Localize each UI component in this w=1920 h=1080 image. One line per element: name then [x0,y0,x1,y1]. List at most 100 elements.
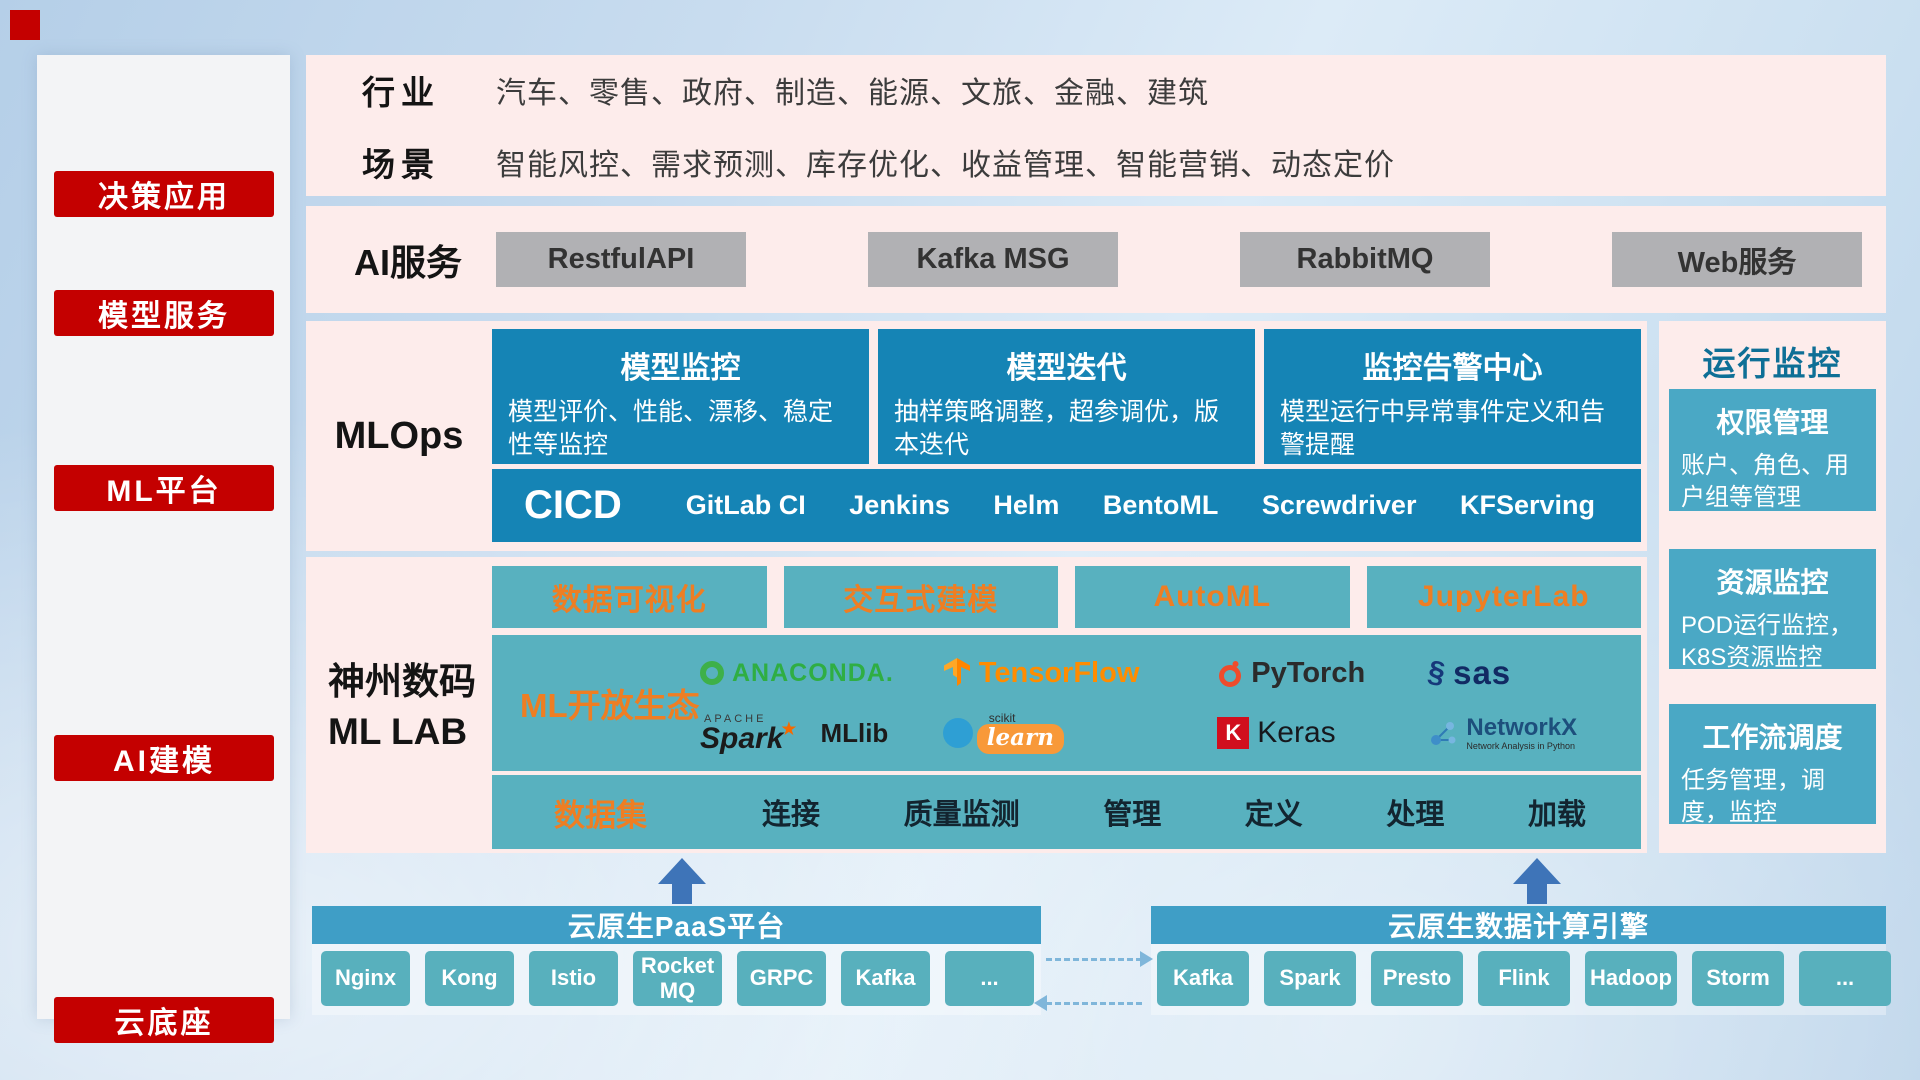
spark-wordmark: Spark★ [700,719,800,755]
scikit-learn-icon [942,718,973,748]
industry-value: 汽车、零售、政府、制造、能源、文旅、金融、建筑 [496,76,1209,110]
cicd-bar: CICD GitLab CI Jenkins Helm BentoML Scre… [492,469,1641,542]
industry-row: 行业 汽车、零售、政府、制造、能源、文旅、金融、建筑 [362,66,1886,114]
dashed-arrow-left [1046,1002,1142,1005]
arrow-stem [1527,884,1547,904]
service-chip-web: Web服务 [1612,232,1862,287]
dataset-item-list: 连接 质量监测 管理 定义 处理 加载 [762,791,1586,833]
paas-chip-kafka: Kafka [841,951,930,1006]
card-title: 权限管理 [1716,407,1829,438]
mllab-feature-list: 数据可视化 交互式建模 AutoML JupyterLab [492,566,1641,628]
up-arrow-icon [658,858,706,904]
dataset-item-connect: 连接 [762,799,821,831]
arrow-head [658,858,706,884]
ml-ecosystem-logo-grid: ANACONDA. TensorFlow PyTorch [700,643,1629,763]
paas-chip-nginx: Nginx [321,951,410,1006]
feature-chip-interactive-modeling: 交互式建模 [783,566,1058,628]
paas-chip-istio: Istio [529,951,618,1006]
ai-service-list: RestfulAPI Kafka MSG RabbitMQ Web服务 [496,232,1862,287]
service-chip-rabbitmq: RabbitMQ [1240,232,1490,287]
keras-icon: K [1217,717,1250,749]
card-desc: 任务管理，调度，监控 [1681,767,1825,827]
layer-label-model-service: 模型服务 [54,290,274,336]
dashed-arrow-right [1046,958,1142,961]
dashed-arrowhead-right-icon [1140,951,1153,967]
networkx-wordmark: NetworkX [1466,713,1578,741]
keras-k-letter: K [1225,720,1242,745]
engine-chip-flink: Flink [1478,951,1570,1006]
pytorch-logo: PyTorch [1217,657,1428,690]
pytorch-wordmark: PyTorch [1251,656,1366,689]
card-desc: 模型评价、性能、漂移、稳定性等监控 [508,398,834,459]
tensorflow-wordmark: TensorFlow [978,656,1140,689]
up-arrow-icon [1513,858,1561,904]
mlops-card-model-iteration: 模型迭代 抽样策略调整，超参调优，版本迭代 [878,329,1255,464]
keras-wordmark: Keras [1257,716,1336,749]
networkx-logo: NetworkX Network Analysis in Python [1428,713,1629,751]
paas-platform-header: 云原生PaaS平台 [312,906,1041,944]
dataset-item-manage: 管理 [1103,799,1162,831]
card-title: 工作流调度 [1702,722,1843,753]
paas-chip-list: Nginx Kong Istio RocketMQ GRPC Kafka ... [321,951,1034,1006]
mllab-label: 神州数码 ML LAB [328,657,476,757]
ml-ecosystem-box: ML开放生态 ANACONDA. TensorFlow [492,635,1641,771]
engine-chip-hadoop: Hadoop [1585,951,1677,1006]
layer-label-cloud-base: 云底座 [54,997,274,1043]
ml-ecosystem-label: ML开放生态 [520,687,700,724]
arrow-stem [672,884,692,904]
mlops-panel: MLOps 模型监控 模型评价、性能、漂移、稳定性等监控 模型迭代 抽样策略调整… [306,321,1647,551]
paas-chip-grpc: GRPC [737,951,826,1006]
layer-label-ml-platform: ML平台 [54,465,274,511]
mllab-label-line2: ML LAB [328,710,468,752]
spark-mllib-logo: APACHE Spark★ MLlib [700,713,943,755]
mlops-card-alert-center: 监控告警中心 模型运行中异常事件定义和告警提醒 [1264,329,1641,464]
feature-chip-automl: AutoML [1075,566,1350,628]
arrow-head [1513,858,1561,884]
cicd-tool-kfserving: KFServing [1459,490,1595,520]
feature-chip-data-visualization: 数据可视化 [492,566,767,628]
layer-sidebar: 决策应用 模型服务 ML平台 AI建模 云底座 [37,55,290,1043]
paas-chip-more: ... [945,951,1034,1006]
cicd-tool-gitlab-ci: GitLab CI [685,490,806,520]
engine-chip-list: Kafka Spark Presto Flink Hadoop Storm ..… [1157,951,1891,1006]
paas-chip-rocketmq: RocketMQ [633,951,722,1006]
dataset-bar: 数据集 连接 质量监测 管理 定义 处理 加载 [492,775,1641,849]
ai-service-label: AI服务 [354,241,463,283]
service-chip-kafka-msg: Kafka MSG [868,232,1118,287]
dataset-item-define: 定义 [1244,799,1303,831]
card-desc: 账户、角色、用户组等管理 [1681,452,1849,512]
monitor-card-resource: 资源监控 POD运行监控，K8S资源监控 [1669,549,1876,671]
sas-icon: § [1425,654,1448,691]
paas-chip-kong: Kong [425,951,514,1006]
mllab-label-line1: 神州数码 [328,661,476,702]
tensorflow-logo: TensorFlow [943,657,1217,690]
monitor-card-permission: 权限管理 账户、角色、用户组等管理 [1669,389,1876,511]
application-panel: 行业 汽车、零售、政府、制造、能源、文旅、金融、建筑 场景 智能风控、需求预测、… [306,55,1886,196]
pytorch-icon [1219,661,1242,687]
card-title: 资源监控 [1716,567,1829,598]
layer-label-ai-modeling: AI建模 [54,735,274,781]
scikit-text: scikit [988,711,1016,725]
mllib-wordmark: MLlib [820,717,889,748]
anaconda-wordmark: ANACONDA. [732,658,894,687]
networkx-icon [1431,721,1456,745]
engine-chip-more: ... [1799,951,1891,1006]
dataset-item-quality: 质量监测 [903,799,1020,831]
monitor-card-workflow: 工作流调度 任务管理，调度，监控 [1669,704,1876,826]
scikit-learn-logo: scikit learn [942,711,1217,754]
sas-wordmark: sas [1453,654,1512,691]
cicd-tool-helm: Helm [993,490,1060,520]
card-title: 模型监控 [620,352,741,385]
mllab-panel: 神州数码 ML LAB 数据可视化 交互式建模 AutoML JupyterLa… [306,557,1647,853]
card-desc: 抽样策略调整，超参调优，版本迭代 [894,398,1220,459]
spark-word: Spark [700,722,784,755]
service-chip-restfulapi: RestfulAPI [496,232,746,287]
card-desc: 模型运行中异常事件定义和告警提醒 [1280,398,1606,459]
spark-star-icon: ★ [780,719,798,740]
card-title: 监控告警中心 [1362,352,1543,385]
engine-chip-kafka: Kafka [1157,951,1249,1006]
dataset-item-process: 处理 [1386,799,1445,831]
anaconda-logo: ANACONDA. [700,659,943,688]
sas-logo: § sas [1425,654,1629,692]
keras-logo: K Keras [1217,716,1428,750]
